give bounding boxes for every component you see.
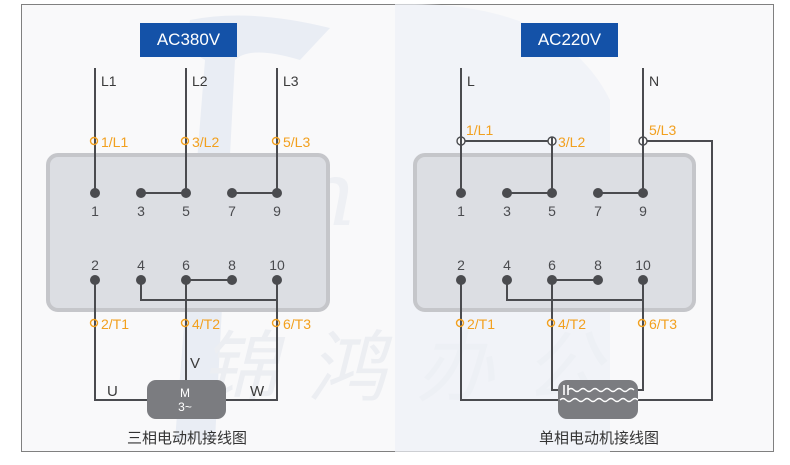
- three-phase-motor: [147, 380, 226, 419]
- load-terminal-4-t2: 4/T2: [192, 316, 220, 332]
- terminal-number: 9: [273, 203, 281, 219]
- terminal-number: 6: [548, 257, 556, 273]
- terminal-ring: [455, 318, 465, 328]
- motor-label-3phase: 3~: [178, 400, 192, 414]
- line-terminal-5-l3: 5/L3: [283, 134, 310, 150]
- terminal-dot-9: [638, 188, 648, 198]
- terminal-ring: [89, 318, 99, 328]
- terminal-number: 10: [269, 257, 285, 273]
- voltage-badge-220v: AC220V: [521, 23, 618, 57]
- contactor-body: [46, 153, 330, 312]
- terminal-number: 7: [228, 203, 236, 219]
- start-winding-icon: [567, 387, 635, 393]
- three-phase-caption: 三相电动机接线图: [127, 430, 247, 447]
- terminal-dot-5: [181, 188, 191, 198]
- terminal-dot-3: [136, 188, 146, 198]
- terminal-dot-7: [593, 188, 603, 198]
- terminal-number: 4: [137, 257, 145, 273]
- terminal-dot-4: [136, 275, 146, 285]
- terminal-dot-7: [227, 188, 237, 198]
- line-terminal-1-l1: 1/L1: [466, 122, 493, 138]
- watermark-logo-shape: [175, 15, 330, 440]
- three-phase-diagram: L1 L2 L3 1/L1 3/L2 5/L3 1 3 5 7 9 2 4 6: [46, 68, 330, 447]
- terminal-ring: [546, 318, 556, 328]
- terminal-number: 3: [137, 203, 145, 219]
- run-winding-icon: [559, 397, 639, 403]
- line-terminal-5-l3: 5/L3: [649, 122, 676, 138]
- input-label-n: N: [649, 73, 659, 89]
- phase-label-v: V: [190, 355, 200, 372]
- phase-label-u: U: [107, 383, 118, 400]
- terminal-number: 1: [457, 203, 465, 219]
- terminal-dot-1: [90, 188, 100, 198]
- line-terminal-3-l2: 3/L2: [558, 134, 585, 150]
- phase-label-w: W: [250, 383, 265, 400]
- terminal-number: 6: [182, 257, 190, 273]
- bottom-terminal-dots: [456, 275, 648, 285]
- load-terminal-2-t1: 2/T1: [467, 316, 495, 332]
- jumper-4-10: [140, 280, 277, 301]
- terminal-dot-8: [227, 275, 237, 285]
- terminal-dot-8: [593, 275, 603, 285]
- terminal-number: 5: [548, 203, 556, 219]
- motor-label-m: M: [180, 386, 190, 400]
- terminal-ring: [637, 318, 647, 328]
- input-label-l1: L1: [101, 73, 117, 89]
- input-label-l2: L2: [192, 73, 208, 89]
- terminal-number: 4: [503, 257, 511, 273]
- contactor-body: [413, 153, 696, 312]
- terminal-number: 2: [91, 257, 99, 273]
- line-terminal-3-l2: 3/L2: [192, 134, 219, 150]
- line-terminal-1-l1: 1/L1: [101, 134, 128, 150]
- wire-10-to-winding: [636, 280, 644, 391]
- motor-body: [558, 380, 638, 419]
- terminal-number: 8: [228, 257, 236, 273]
- terminal-number: 1: [91, 203, 99, 219]
- load-terminal-2-t1: 2/T1: [101, 316, 129, 332]
- input-label-l: L: [467, 73, 475, 89]
- terminal-ring: [180, 136, 190, 146]
- terminal-number: 3: [503, 203, 511, 219]
- terminal-ring: [89, 136, 99, 146]
- terminal-number: 8: [594, 257, 602, 273]
- terminal-ring: [180, 318, 190, 328]
- terminal-number: 10: [635, 257, 651, 273]
- single-phase-motor: [558, 380, 639, 419]
- voltage-badge-380v: AC380V: [140, 23, 237, 57]
- jumper-4-10: [506, 280, 643, 301]
- top-terminal-dots: [90, 188, 282, 198]
- terminal-dot-3: [502, 188, 512, 198]
- single-phase-caption: 单相电动机接线图: [539, 430, 659, 447]
- terminal-number: 9: [639, 203, 647, 219]
- load-terminal-4-t2: 4/T2: [558, 316, 586, 332]
- load-terminal-6-t3: 6/T3: [283, 316, 311, 332]
- terminal-dot-4: [502, 275, 512, 285]
- wire-5-l3-external: [638, 140, 713, 401]
- input-label-l3: L3: [283, 73, 299, 89]
- terminal-ring: [271, 318, 281, 328]
- terminal-dot-9: [272, 188, 282, 198]
- single-phase-diagram: L N 1/L1 3/L2 5/L3 1 3 5 7 9: [413, 68, 713, 447]
- terminal-dot-1: [456, 188, 466, 198]
- terminal-ring: [271, 136, 281, 146]
- terminal-number: 5: [182, 203, 190, 219]
- top-terminal-dots: [456, 188, 648, 198]
- terminal-number: 7: [594, 203, 602, 219]
- terminal-number: 2: [457, 257, 465, 273]
- terminal-dot-5: [547, 188, 557, 198]
- load-terminal-6-t3: 6/T3: [649, 316, 677, 332]
